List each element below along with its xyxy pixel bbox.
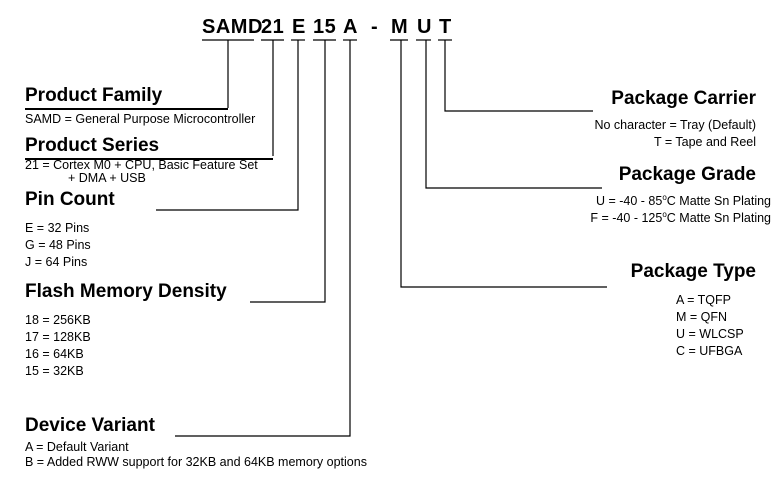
package-grade-line-2-pre: F = -40 - 125 <box>590 211 663 225</box>
package-type-line-3: U = WLCSP <box>676 327 744 341</box>
package-carrier-line-2: T = Tape and Reel <box>653 135 756 149</box>
connector-pins <box>156 40 299 211</box>
pin-count-desc: E = 32 Pins G = 48 Pins J = 64 Pins <box>25 220 91 271</box>
code-family: SAMD <box>202 16 263 38</box>
code-variant: A <box>343 16 358 38</box>
product-series-title: Product Series <box>25 136 273 160</box>
degree-mark-1: o <box>662 192 667 202</box>
device-variant-line-1: A = Default Variant <box>25 440 129 454</box>
product-family-desc: SAMD = General Purpose Microcontroller <box>25 112 255 128</box>
pin-count-line-3: J = 64 Pins <box>25 255 88 269</box>
device-variant-title: Device Variant <box>25 415 155 436</box>
product-series-line-2: + DMA + USB <box>68 171 146 185</box>
connector-package-carrier <box>444 40 593 112</box>
package-type-line-4: C = UFBGA <box>676 344 743 358</box>
flash-memory-desc: 18 = 256KB 17 = 128KB 16 = 64KB 15 = 32K… <box>25 312 91 380</box>
flash-memory-line-1: 18 = 256KB <box>25 313 91 327</box>
package-type-line-1: A = TQFP <box>676 293 731 307</box>
package-grade-line-2: F = -40 - 125oC Matte Sn Plating <box>590 210 771 227</box>
code-pins: E <box>292 16 306 38</box>
package-type-desc: A = TQFP M = QFN U = WLCSP C = UFBGA <box>676 292 744 360</box>
flash-memory-line-3: 16 = 64KB <box>25 347 84 361</box>
package-grade-line-1-pre: U = -40 - 85 <box>595 194 663 208</box>
product-family-line-1: SAMD = General Purpose Microcontroller <box>25 112 256 126</box>
pin-count-line-1: E = 32 Pins <box>25 221 90 235</box>
connector-package-type <box>400 40 607 288</box>
product-series-desc: 21 = Cortex M0 + CPU, Basic Feature Set … <box>25 159 258 185</box>
connector-flash <box>250 40 326 303</box>
code-package-carrier: T <box>439 16 452 38</box>
package-carrier-desc: No character = Tray (Default) T = Tape a… <box>594 117 756 151</box>
connector-package-grade <box>425 40 602 189</box>
product-series-line-1: 21 = Cortex M0 + CPU, Basic Feature Set <box>25 158 258 172</box>
flash-memory-title: Flash Memory Density <box>25 281 227 302</box>
package-grade-line-1-post: C Matte Sn Plating <box>666 194 771 208</box>
code-dash: - <box>371 16 379 38</box>
code-package-type: M <box>391 16 409 38</box>
code-series: 21 <box>261 16 285 38</box>
package-type-line-2: M = QFN <box>676 310 728 324</box>
degree-mark-2: o <box>662 209 667 219</box>
package-carrier-line-1: No character = Tray (Default) <box>594 118 756 132</box>
code-package-grade: U <box>417 16 432 38</box>
package-grade-line-2-post: C Matte Sn Plating <box>666 211 771 225</box>
device-variant-line-2: B = Added RWW support for 32KB and 64KB … <box>25 455 367 469</box>
package-type-title: Package Type <box>630 261 756 282</box>
pin-count-title: Pin Count <box>25 189 115 210</box>
package-grade-line-1: U = -40 - 85oC Matte Sn Plating <box>590 193 771 210</box>
code-flash: 15 <box>313 16 337 38</box>
device-variant-desc: A = Default Variant B = Added RWW suppor… <box>25 440 367 470</box>
package-carrier-title: Package Carrier <box>611 88 756 109</box>
product-family-title: Product Family <box>25 86 228 110</box>
connector-variant <box>175 40 351 437</box>
pin-count-line-2: G = 48 Pins <box>25 238 91 252</box>
flash-memory-line-2: 17 = 128KB <box>25 330 91 344</box>
package-grade-title: Package Grade <box>618 164 756 185</box>
package-grade-desc: U = -40 - 85oC Matte Sn Plating F = -40 … <box>590 193 771 227</box>
flash-memory-line-4: 15 = 32KB <box>25 364 84 378</box>
